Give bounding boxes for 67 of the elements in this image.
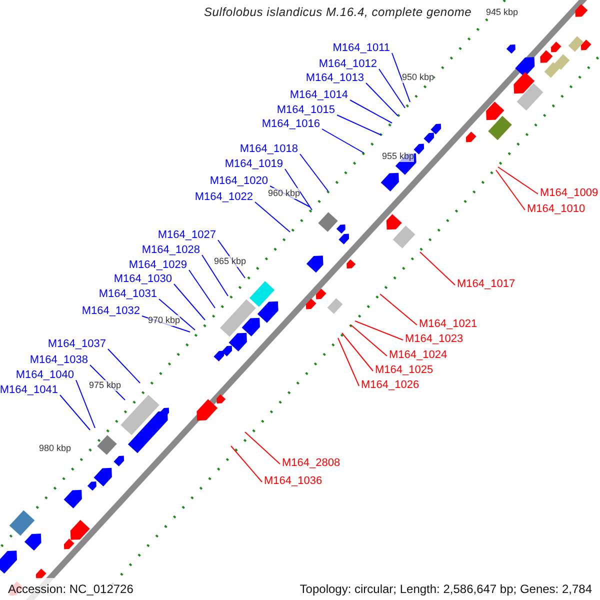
leader-line — [322, 128, 364, 154]
position-tick-label: 960 kbp — [268, 188, 300, 199]
gene-label: M164_1028 — [142, 244, 200, 257]
leader-line — [188, 270, 216, 308]
gene-label: M164_1032 — [82, 305, 140, 318]
position-tick-label: 975 kbp — [88, 380, 122, 391]
gene-label: M164_1038 — [30, 354, 88, 367]
leader-line — [174, 284, 206, 320]
gene-label: M164_1025 — [375, 364, 434, 377]
leader-line — [496, 170, 526, 210]
leader-line — [244, 432, 280, 464]
leader-line — [230, 446, 262, 482]
leader-line — [366, 82, 398, 116]
gene-label: M164_1015 — [276, 104, 335, 117]
gene-label: M164_2808 — [282, 457, 340, 470]
genome-summary-text: Topology: circular; Length: 2,586,647 bp; Genes: 2,784 — [300, 582, 592, 596]
leader-line — [378, 68, 406, 108]
position-tick-label: 980 kbp — [38, 443, 72, 454]
position-tick-label: 945 kbp — [486, 7, 518, 18]
leader-line — [338, 338, 360, 386]
accession-text: Accession: NC_012726 — [8, 582, 134, 596]
gene-label: M164_1018 — [240, 143, 298, 156]
gene-label: M164_1009 — [540, 187, 598, 200]
gene-label: M164_1013 — [306, 72, 364, 85]
gene-label: M164_1031 — [98, 288, 157, 301]
title: Sulfolobus islandicus M.16.4, complete genome — [204, 4, 472, 20]
leader-line — [202, 254, 228, 296]
gene-label: M164_1029 — [128, 259, 187, 272]
gene-label: M164_1021 — [419, 318, 478, 331]
gene-label: M164_1012 — [318, 58, 377, 71]
gene-label: M164_1041 — [0, 384, 58, 397]
gene-label: M164_1026 — [361, 379, 420, 392]
gene-label: M164_1030 — [114, 273, 172, 286]
gene-label: M164_1017 — [457, 278, 516, 291]
position-tick-label: 950 kbp — [402, 72, 434, 83]
gene-label: M164_1020 — [210, 175, 268, 188]
gene-label: M164_1014 — [290, 89, 348, 102]
leader-line — [300, 154, 328, 192]
gene-label: M164_1019 — [224, 158, 283, 171]
leader-line — [336, 114, 382, 136]
leader-line — [254, 202, 290, 232]
gene-label: M164_1011 — [332, 42, 390, 55]
gene-label: M164_1027 — [158, 229, 216, 242]
position-tick-label: 970 kbp — [148, 315, 180, 326]
position-tick-label: 955 kbp — [382, 151, 414, 162]
leader-line — [108, 348, 140, 384]
gene-label: M164_1040 — [16, 369, 74, 382]
leader-line — [284, 168, 312, 210]
leader-line — [392, 52, 410, 102]
leader-line — [342, 332, 374, 372]
gene-label: M164_1016 — [262, 118, 320, 131]
leader-line — [158, 298, 196, 330]
position-tick-label: 965 kbp — [214, 256, 246, 267]
leader-line — [354, 320, 404, 340]
leader-line — [350, 100, 392, 124]
leader-line — [76, 380, 96, 428]
gene-label: M164_1022 — [194, 191, 253, 204]
leader-line — [498, 166, 538, 194]
leader-line — [420, 252, 456, 286]
gene-label: M164_1037 — [48, 338, 106, 351]
gene-label: M164_1023 — [405, 333, 464, 346]
leader-line — [380, 294, 418, 326]
gene-label: M164_1036 — [264, 475, 322, 488]
gene-label: M164_1024 — [389, 349, 448, 362]
leader-line — [60, 394, 90, 430]
gene-label: M164_1010 — [527, 203, 586, 216]
leader-line — [350, 324, 388, 356]
